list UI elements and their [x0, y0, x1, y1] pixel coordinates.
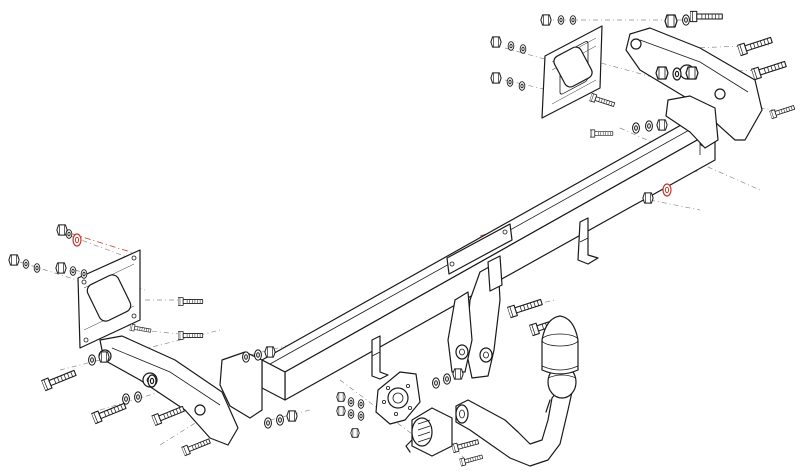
tube-label-plate [446, 223, 513, 275]
socket-plate [375, 371, 421, 425]
mounting-plate-right [541, 25, 603, 119]
ball-neck [455, 365, 577, 467]
left-side-bracket [98, 335, 263, 446]
ball-cover [541, 315, 579, 375]
hitch-bracket [447, 255, 503, 379]
center-support-left [371, 335, 389, 380]
electrical-socket [405, 407, 453, 457]
center-support-right [577, 217, 599, 265]
mounting-plate-left [77, 249, 141, 349]
right-side-bracket [625, 27, 763, 149]
accent-washers [72, 183, 672, 247]
